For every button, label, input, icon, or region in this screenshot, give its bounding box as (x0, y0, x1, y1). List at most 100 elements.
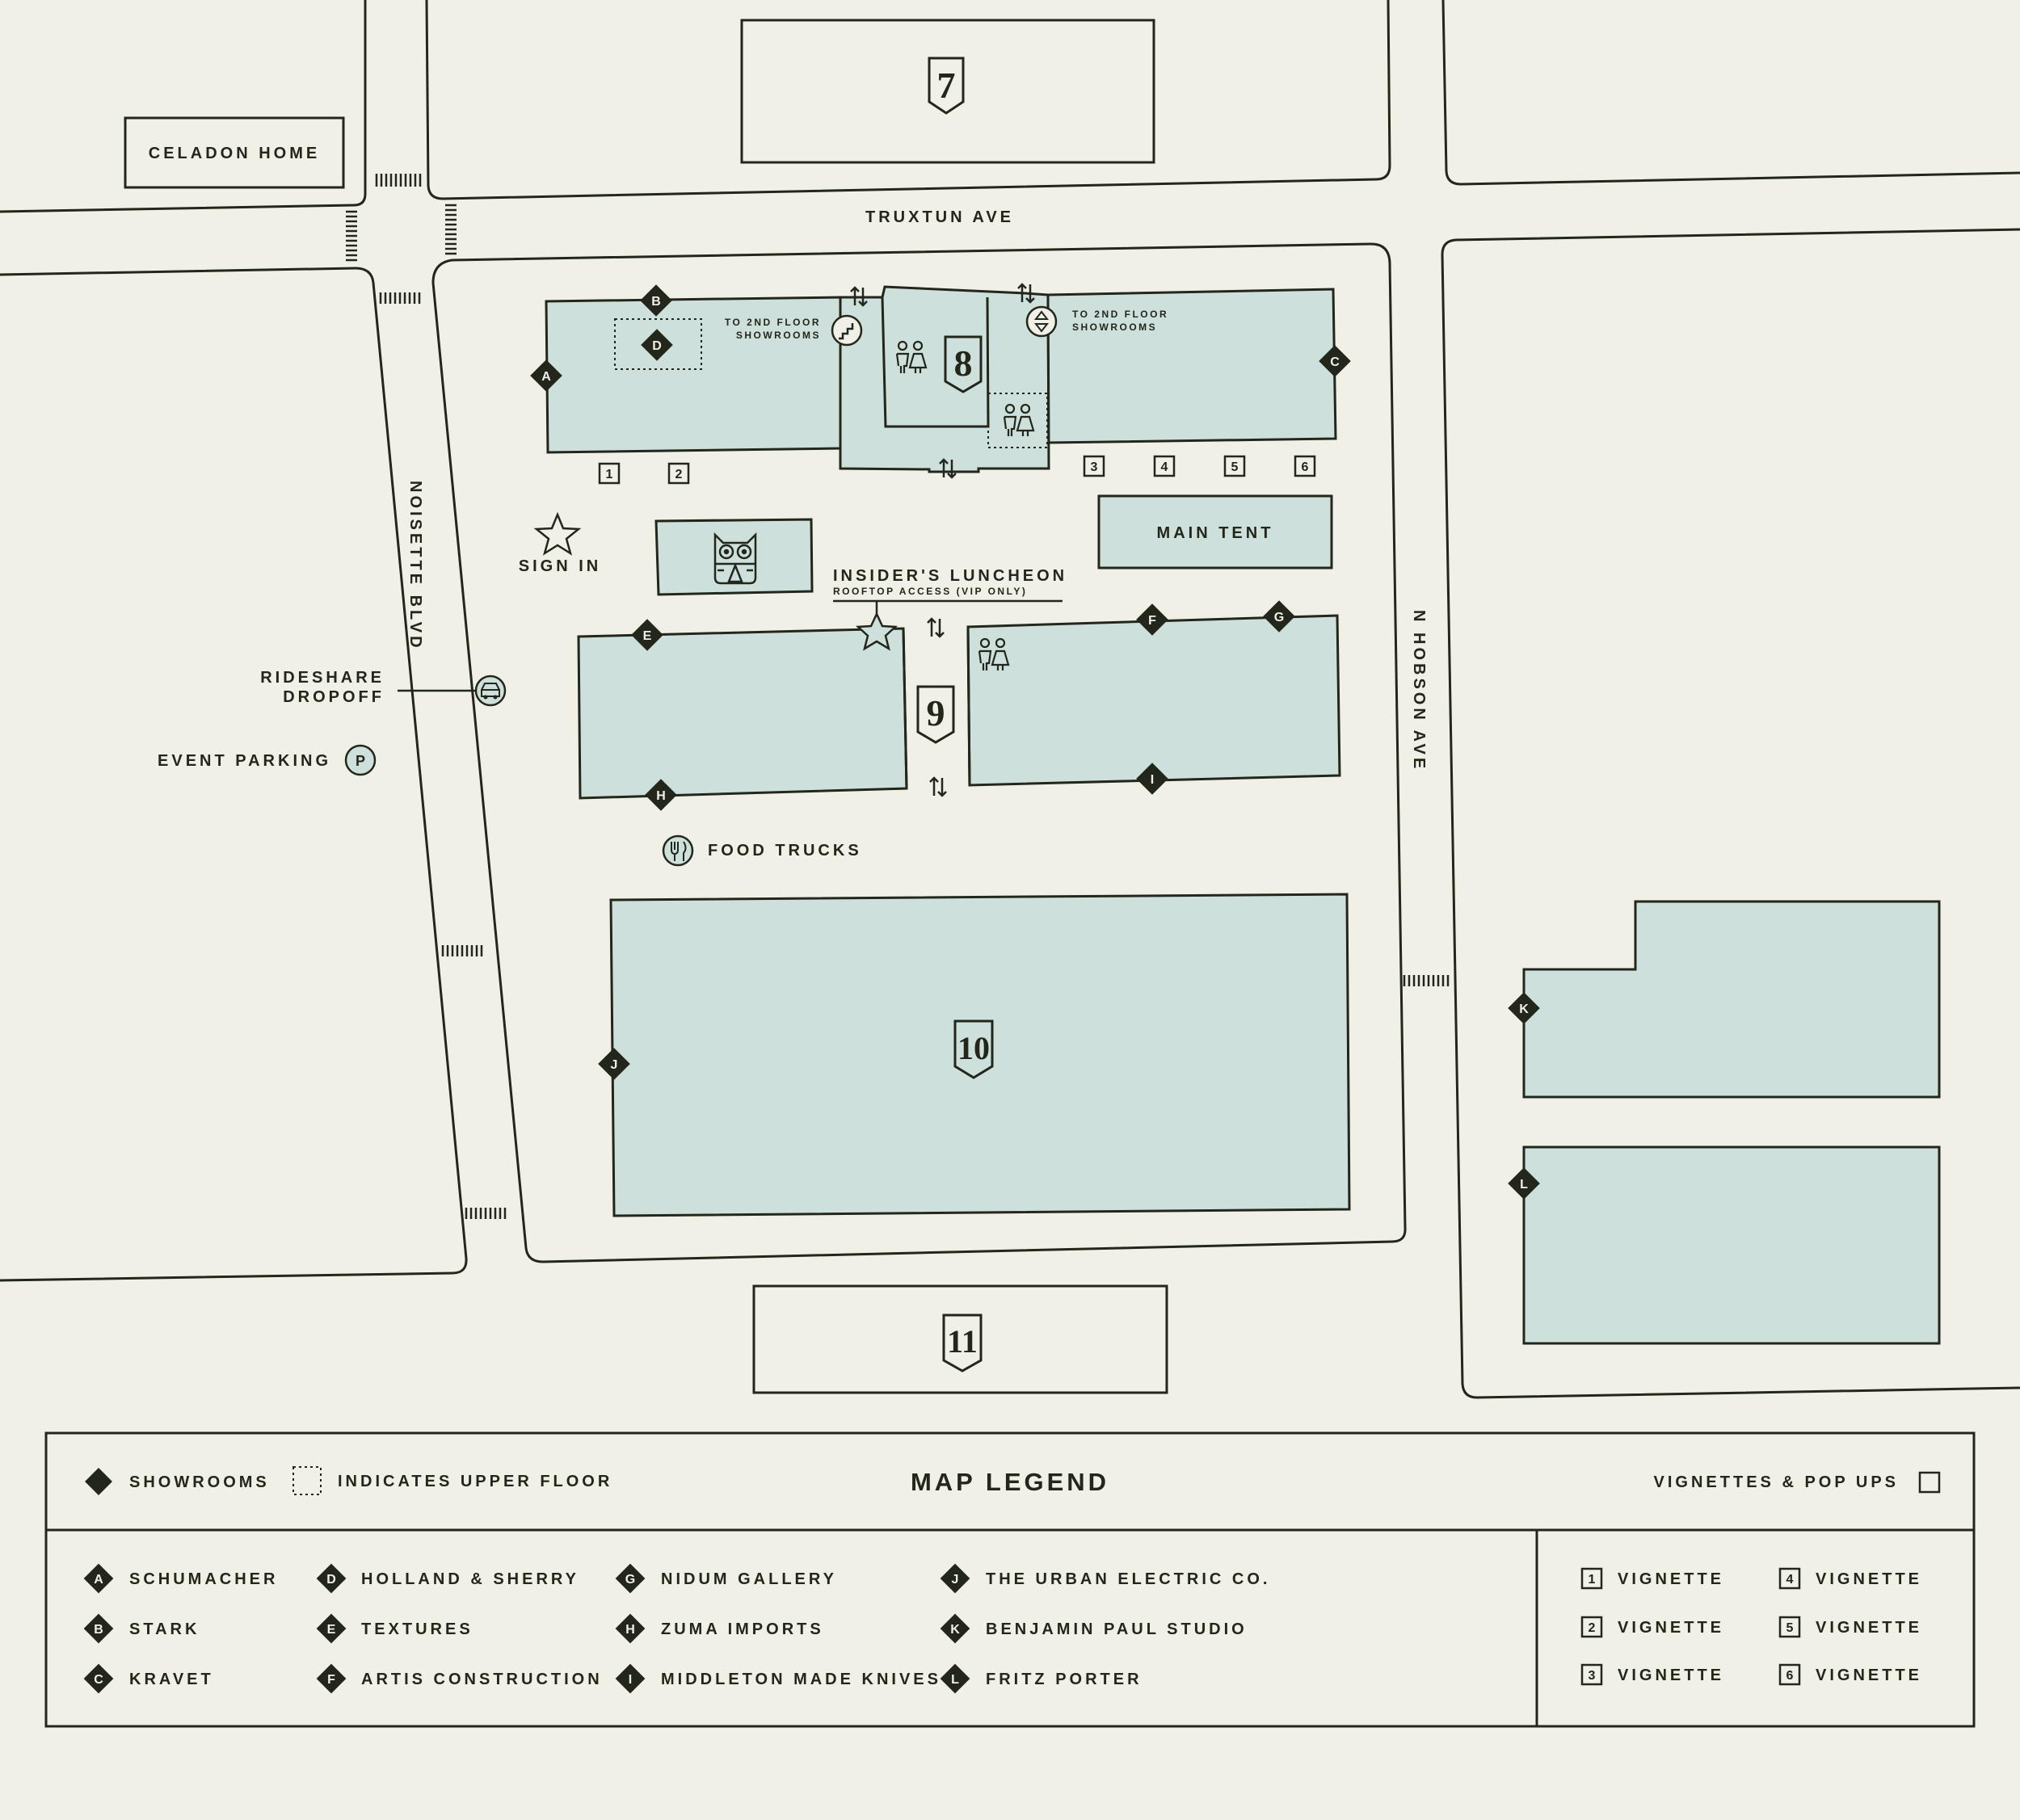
showroom-marker-d[interactable]: D (641, 329, 673, 361)
elevator-icon[interactable] (1025, 305, 1058, 338)
rooftop-access-label: ROOFTOP ACCESS (VIP ONLY) (833, 586, 1027, 597)
legend-vignette-name: VIGNETTE (1816, 1570, 1922, 1588)
insiders-luncheon-marker[interactable]: INSIDER'S LUNCHEON ROOFTOP ACCESS (VIP O… (833, 567, 1067, 651)
svg-text:J: J (611, 1058, 618, 1072)
building-11-badge: 11 (942, 1314, 983, 1372)
svg-text:E: E (327, 1623, 336, 1637)
block-north (425, 0, 1391, 200)
showroom-marker-b[interactable]: B (640, 284, 672, 317)
vignette-marker-3[interactable]: 3 (1083, 455, 1105, 477)
crosswalk (346, 210, 357, 262)
svg-text:3: 3 (1589, 1669, 1596, 1683)
street-label-hobson: N HOBSON AVE (1410, 610, 1428, 771)
crosswalk (379, 292, 421, 304)
legend-showroom-name: ARTIS CONSTRUCTION (361, 1671, 603, 1688)
celadon-home-box (124, 116, 345, 189)
shield-icon (942, 1314, 983, 1372)
building-7[interactable] (740, 19, 1155, 164)
insiders-luncheon-label: INSIDER'S LUNCHEON (833, 567, 1067, 585)
rideshare-dropoff-marker[interactable]: RIDESHARE DROPOFF (260, 669, 507, 707)
svg-text:L: L (951, 1673, 959, 1687)
svg-text:4: 4 (1161, 460, 1168, 474)
legend-vignettes-label: VIGNETTES & POP UPS (1654, 1473, 1899, 1491)
building-number: 11 (947, 1323, 978, 1360)
svg-text:G: G (625, 1573, 635, 1587)
building-number: 7 (937, 65, 956, 106)
showroom-marker-h[interactable]: H (645, 779, 677, 811)
showroom-marker-e[interactable]: E (631, 619, 663, 651)
building-11[interactable] (752, 1284, 1168, 1394)
building-7-badge: 7 (928, 57, 965, 115)
building-9-east[interactable] (966, 614, 1341, 787)
legend-showroom-list: A B C D E F G H I J K L (83, 1563, 970, 1694)
building-showroom-c[interactable] (1046, 288, 1337, 444)
showroom-marker-a[interactable]: A (530, 359, 562, 392)
building-showroom-k[interactable] (1522, 900, 1941, 1099)
svg-text:L: L (1520, 1178, 1528, 1192)
building-number: 9 (927, 692, 945, 733)
vignette-marker-4[interactable]: 4 (1153, 455, 1176, 477)
second-floor-label-west: SHOWROOMS (736, 330, 821, 341)
map-legend: SHOWROOMS INDICATES UPPER FLOOR MAP LEGE… (44, 1431, 1976, 1728)
svg-text:D: D (326, 1573, 336, 1587)
vignette-marker-1[interactable]: 1 (598, 462, 621, 485)
building-9-west[interactable] (577, 627, 908, 800)
crosswalk (441, 945, 483, 956)
building-showroom-l[interactable] (1522, 1145, 1941, 1345)
legend-item-k: K (940, 1613, 970, 1644)
vignette-marker-2[interactable]: 2 (667, 462, 690, 485)
stairs-icon[interactable] (831, 314, 863, 347)
svg-text:D: D (652, 339, 662, 353)
svg-text:A: A (94, 1573, 103, 1587)
svg-text:C: C (94, 1673, 103, 1687)
sign-in-label: SIGN IN (519, 557, 601, 575)
block-east (1441, 228, 2020, 1399)
svg-text:5: 5 (1231, 460, 1239, 474)
svg-text:J: J (952, 1573, 959, 1587)
entrance-arrow-icon (1017, 283, 1035, 304)
vignette-marker-5[interactable]: 5 (1223, 455, 1246, 477)
shield-icon (944, 335, 983, 393)
street-label-noisette: NOISETTE BLVD (406, 481, 424, 651)
svg-text:G: G (1274, 611, 1284, 624)
legend-showroom-name: BENJAMIN PAUL STUDIO (986, 1620, 1248, 1638)
building-9-divider (966, 626, 971, 786)
upper-floor-area-restroom (987, 393, 1048, 448)
street-label-truxtun: TRUXTUN AVE (865, 208, 1014, 226)
showroom-diamond-icon (85, 1468, 112, 1495)
legend-upper-floor-label: INDICATES UPPER FLOOR (338, 1473, 612, 1490)
event-parking-label: EVENT PARKING (158, 752, 331, 770)
food-trucks-marker[interactable]: FOOD TRUCKS (662, 834, 862, 867)
block-northeast (1441, 0, 2020, 186)
legend-showroom-name: MIDDLETON MADE KNIVES (661, 1671, 941, 1688)
main-tent-building[interactable] (1097, 494, 1333, 570)
legend-showroom-name: FRITZ PORTER (986, 1671, 1143, 1688)
mascot-tent[interactable] (654, 518, 814, 596)
vignette-marker-6[interactable]: 6 (1294, 455, 1316, 477)
building-10[interactable] (609, 893, 1351, 1217)
shield-icon (953, 1019, 994, 1079)
legend-item-l: L (940, 1663, 970, 1694)
block-central (431, 242, 1407, 1263)
shield-icon (928, 57, 965, 115)
legend-vignette-name: VIGNETTE (1816, 1667, 1922, 1684)
restroom-icon[interactable] (895, 340, 928, 373)
legend-showroom-name: HOLLAND & SHERRY (361, 1570, 579, 1588)
legend-vignette-name: VIGNETTE (1618, 1667, 1724, 1684)
restroom-icon[interactable] (978, 637, 1010, 670)
legend-item-a: A (83, 1563, 114, 1594)
legend-item-b: B (83, 1613, 114, 1644)
sign-in-marker[interactable]: SIGN IN (519, 511, 601, 575)
svg-text:1: 1 (606, 468, 613, 481)
building-number: 10 (957, 1030, 990, 1066)
second-floor-label-west: TO 2ND FLOOR (725, 317, 821, 328)
rideshare-label: DROPOFF (283, 688, 385, 706)
event-parking-marker[interactable]: EVENT PARKING P (158, 744, 377, 776)
building-number: 8 (954, 343, 973, 384)
building-8-inner-wall (881, 296, 990, 428)
restroom-icon[interactable] (1003, 403, 1035, 436)
legend-showroom-name: NIDUM GALLERY (661, 1570, 837, 1588)
crosswalks (346, 174, 1450, 1219)
parking-icon (344, 744, 377, 776)
entrance-arrow-icon (927, 617, 945, 638)
